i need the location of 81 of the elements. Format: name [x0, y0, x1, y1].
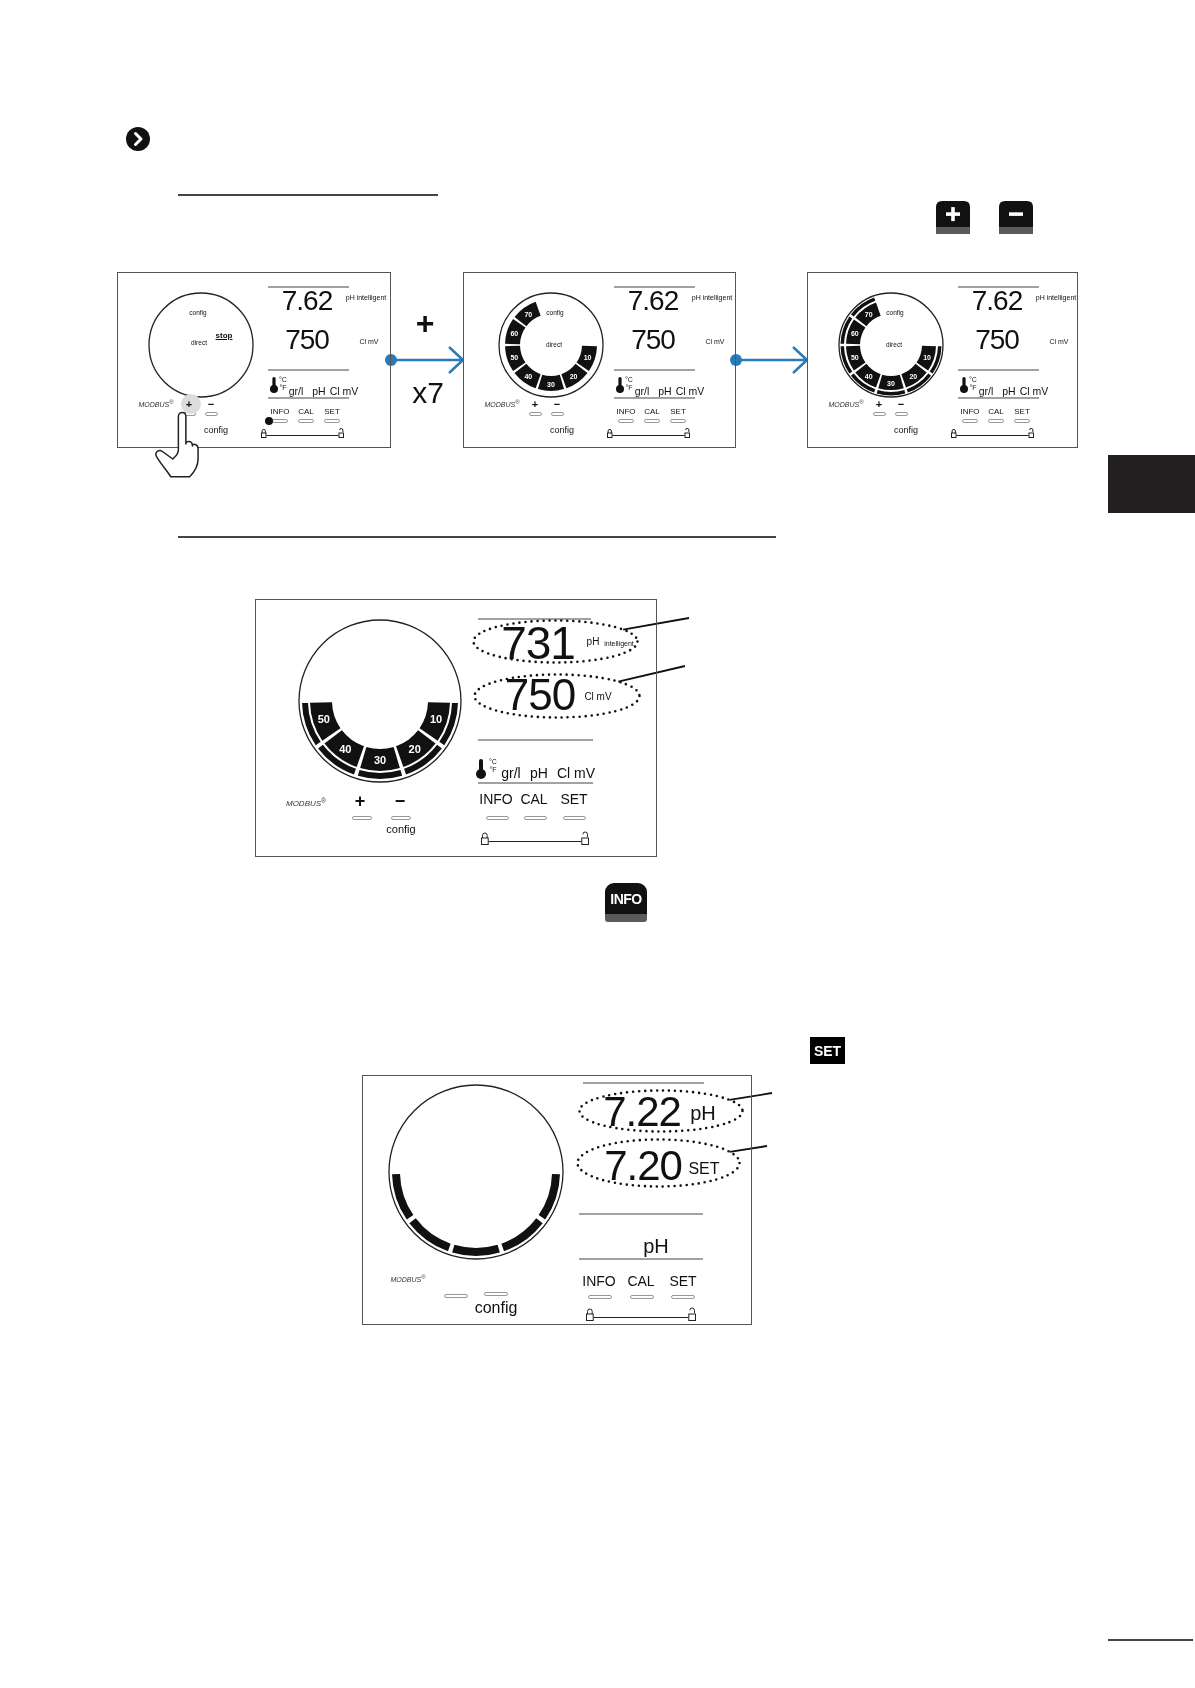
side-tab [1108, 455, 1195, 513]
key-label: INFO [616, 408, 636, 416]
leader-line [728, 1145, 768, 1153]
key-label: CAL [520, 792, 548, 806]
unit-label: Cl mV [1019, 385, 1049, 397]
arrow [385, 345, 465, 375]
key-label: config [550, 425, 574, 435]
unit-label: gr/l [634, 385, 650, 397]
key-label: − [394, 792, 406, 810]
unit-label: pH [1002, 385, 1016, 397]
lcd-display-panel [463, 272, 736, 448]
ring-number: 30 [373, 754, 387, 766]
key-label: INFO [582, 1274, 616, 1288]
unit-label: pH [312, 385, 326, 397]
unit-label: pH [643, 1236, 669, 1256]
ring-number: 50 [317, 713, 330, 725]
protocol-label: MODBUS$^{®}$ [286, 797, 326, 809]
dotted-ellipse [472, 619, 639, 664]
lcd-reading: 7.20 [604, 1149, 682, 1183]
unit-label: Cl mV [584, 692, 612, 702]
dotted-ellipse [473, 673, 641, 719]
key-label: INFO [960, 408, 980, 416]
lcd-display-panel [117, 272, 391, 448]
key-label: SET [669, 1274, 697, 1288]
dial-label: stop [215, 332, 233, 340]
key-label: SET [670, 408, 686, 416]
unit-label: pH [530, 766, 548, 780]
lcd-reading: 750 [504, 677, 576, 713]
lcd-display-panel [807, 272, 1078, 448]
key-label: INFO [270, 408, 290, 416]
unit-label: pH [658, 385, 672, 397]
unit-label: Cl mV [329, 385, 359, 397]
keypad-key: SET [810, 1037, 845, 1064]
ring-number: 20 [408, 743, 421, 755]
unit-label: gr/l [501, 766, 521, 780]
leader-line [622, 617, 690, 631]
unit-label: SET [688, 1161, 720, 1177]
leader-line [617, 665, 686, 683]
lcd-reading: 731 [501, 624, 575, 662]
key-label: + [875, 398, 883, 410]
key-label: CAL [988, 408, 1004, 416]
key-label: SET [1014, 408, 1030, 416]
lcd-reading: 7.22 [603, 1095, 681, 1129]
lcd-reading: 7.62 [281, 289, 333, 313]
key-label: − [207, 398, 215, 410]
key-label: SET [560, 792, 588, 806]
unit-label: pH [690, 1103, 716, 1123]
key-label: INFO [479, 792, 513, 806]
lcd-reading: 750 [631, 328, 675, 352]
unit-label: gr/l [288, 385, 304, 397]
unit-label: gr/l [978, 385, 994, 397]
leader-line [728, 1092, 773, 1101]
unit-label: Cl mV [675, 385, 705, 397]
key-label: config [386, 823, 416, 835]
ring-number: 10 [430, 713, 443, 725]
key-label: config [204, 425, 228, 435]
plus-sign: + [415, 307, 435, 339]
key-label: config [894, 425, 918, 435]
lcd-reading: 7.62 [627, 289, 679, 313]
unit-label: pH [586, 637, 600, 647]
lcd-display-panel [255, 599, 657, 857]
key-label: + [354, 792, 366, 810]
key-label: + [531, 398, 539, 410]
key-label: config [474, 1300, 518, 1316]
key-label: CAL [298, 408, 314, 416]
dotted-ellipse [576, 1138, 741, 1188]
ring-number: 40 [339, 743, 352, 755]
key-label: CAL [644, 408, 660, 416]
key-label: + [185, 398, 193, 410]
dotted-ellipse [578, 1089, 744, 1133]
keypad-key: INFO [605, 883, 647, 922]
unit-label: Cl mV [556, 766, 596, 780]
key-label: − [897, 398, 905, 410]
lcd-display-panel [362, 1075, 752, 1325]
key-label: CAL [627, 1274, 655, 1288]
arrow [730, 345, 809, 375]
lcd-reading: 750 [285, 328, 329, 352]
lcd-reading: 7.62 [971, 289, 1023, 313]
lcd-reading: 750 [975, 328, 1019, 352]
key-label: SET [324, 408, 340, 416]
key-label: − [553, 398, 561, 410]
